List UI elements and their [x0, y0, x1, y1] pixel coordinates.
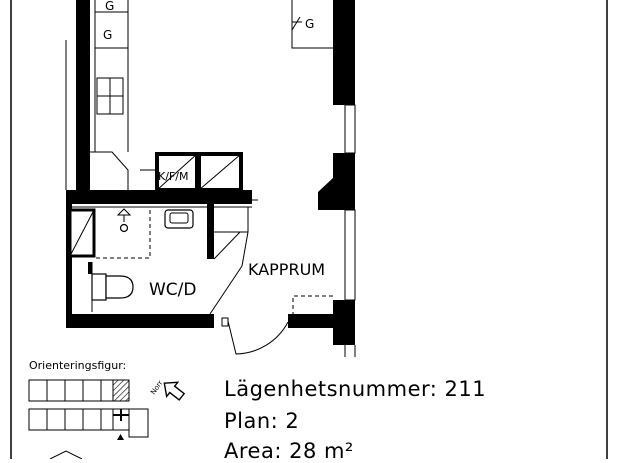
bath-door-swing: [213, 231, 241, 260]
kitchen-mark-1: G: [105, 0, 114, 13]
apartment-number: Lägenhetsnummer: 211: [224, 377, 487, 401]
entry-jamb-left: [221, 317, 229, 327]
wall-bath-left-jamb: [88, 262, 92, 274]
wall-bath-top: [66, 190, 252, 204]
north-label: Norr: [149, 379, 164, 396]
wall-right-lower: [333, 300, 355, 345]
wall-right-mid: [318, 153, 355, 210]
shower-head-icon: [116, 208, 132, 216]
wall-bath-right: [207, 204, 214, 259]
kfm-label: K/F/M: [158, 170, 188, 183]
kitchen-mark-2: G: [103, 28, 112, 42]
floor-level: Plan: 2: [224, 409, 300, 433]
wall-left-upper: [76, 0, 90, 192]
apartment-area: Area: 28 m²: [224, 439, 354, 463]
bath-door-leaf: [209, 265, 243, 315]
window-right-lower: [344, 209, 356, 301]
appliance-outline: [291, 0, 333, 49]
closet-rail: [292, 295, 333, 316]
wall-left-lower: [66, 200, 72, 328]
wall-right-upper: [333, 0, 355, 105]
drain-icon: [119, 223, 129, 233]
orientation-figure: [28, 379, 149, 459]
wall-entry-right: [288, 314, 333, 328]
vent-line: [90, 151, 129, 190]
wall-bath-bottom: [66, 314, 214, 328]
wc-label: WC/D: [149, 280, 197, 300]
closet-label: KAPPRUM: [248, 260, 325, 279]
toilet-bowl-icon: [105, 275, 134, 299]
entry-door-swing: [227, 320, 289, 355]
apartment-highlight: [112, 379, 130, 402]
window-right-upper: [344, 104, 356, 154]
kitchen-mark-3: G: [305, 17, 314, 31]
north-arrow-icon: [163, 381, 186, 401]
orientation-title: Orienteringsfigur:: [29, 359, 127, 372]
toilet-tank-icon: [91, 273, 107, 301]
